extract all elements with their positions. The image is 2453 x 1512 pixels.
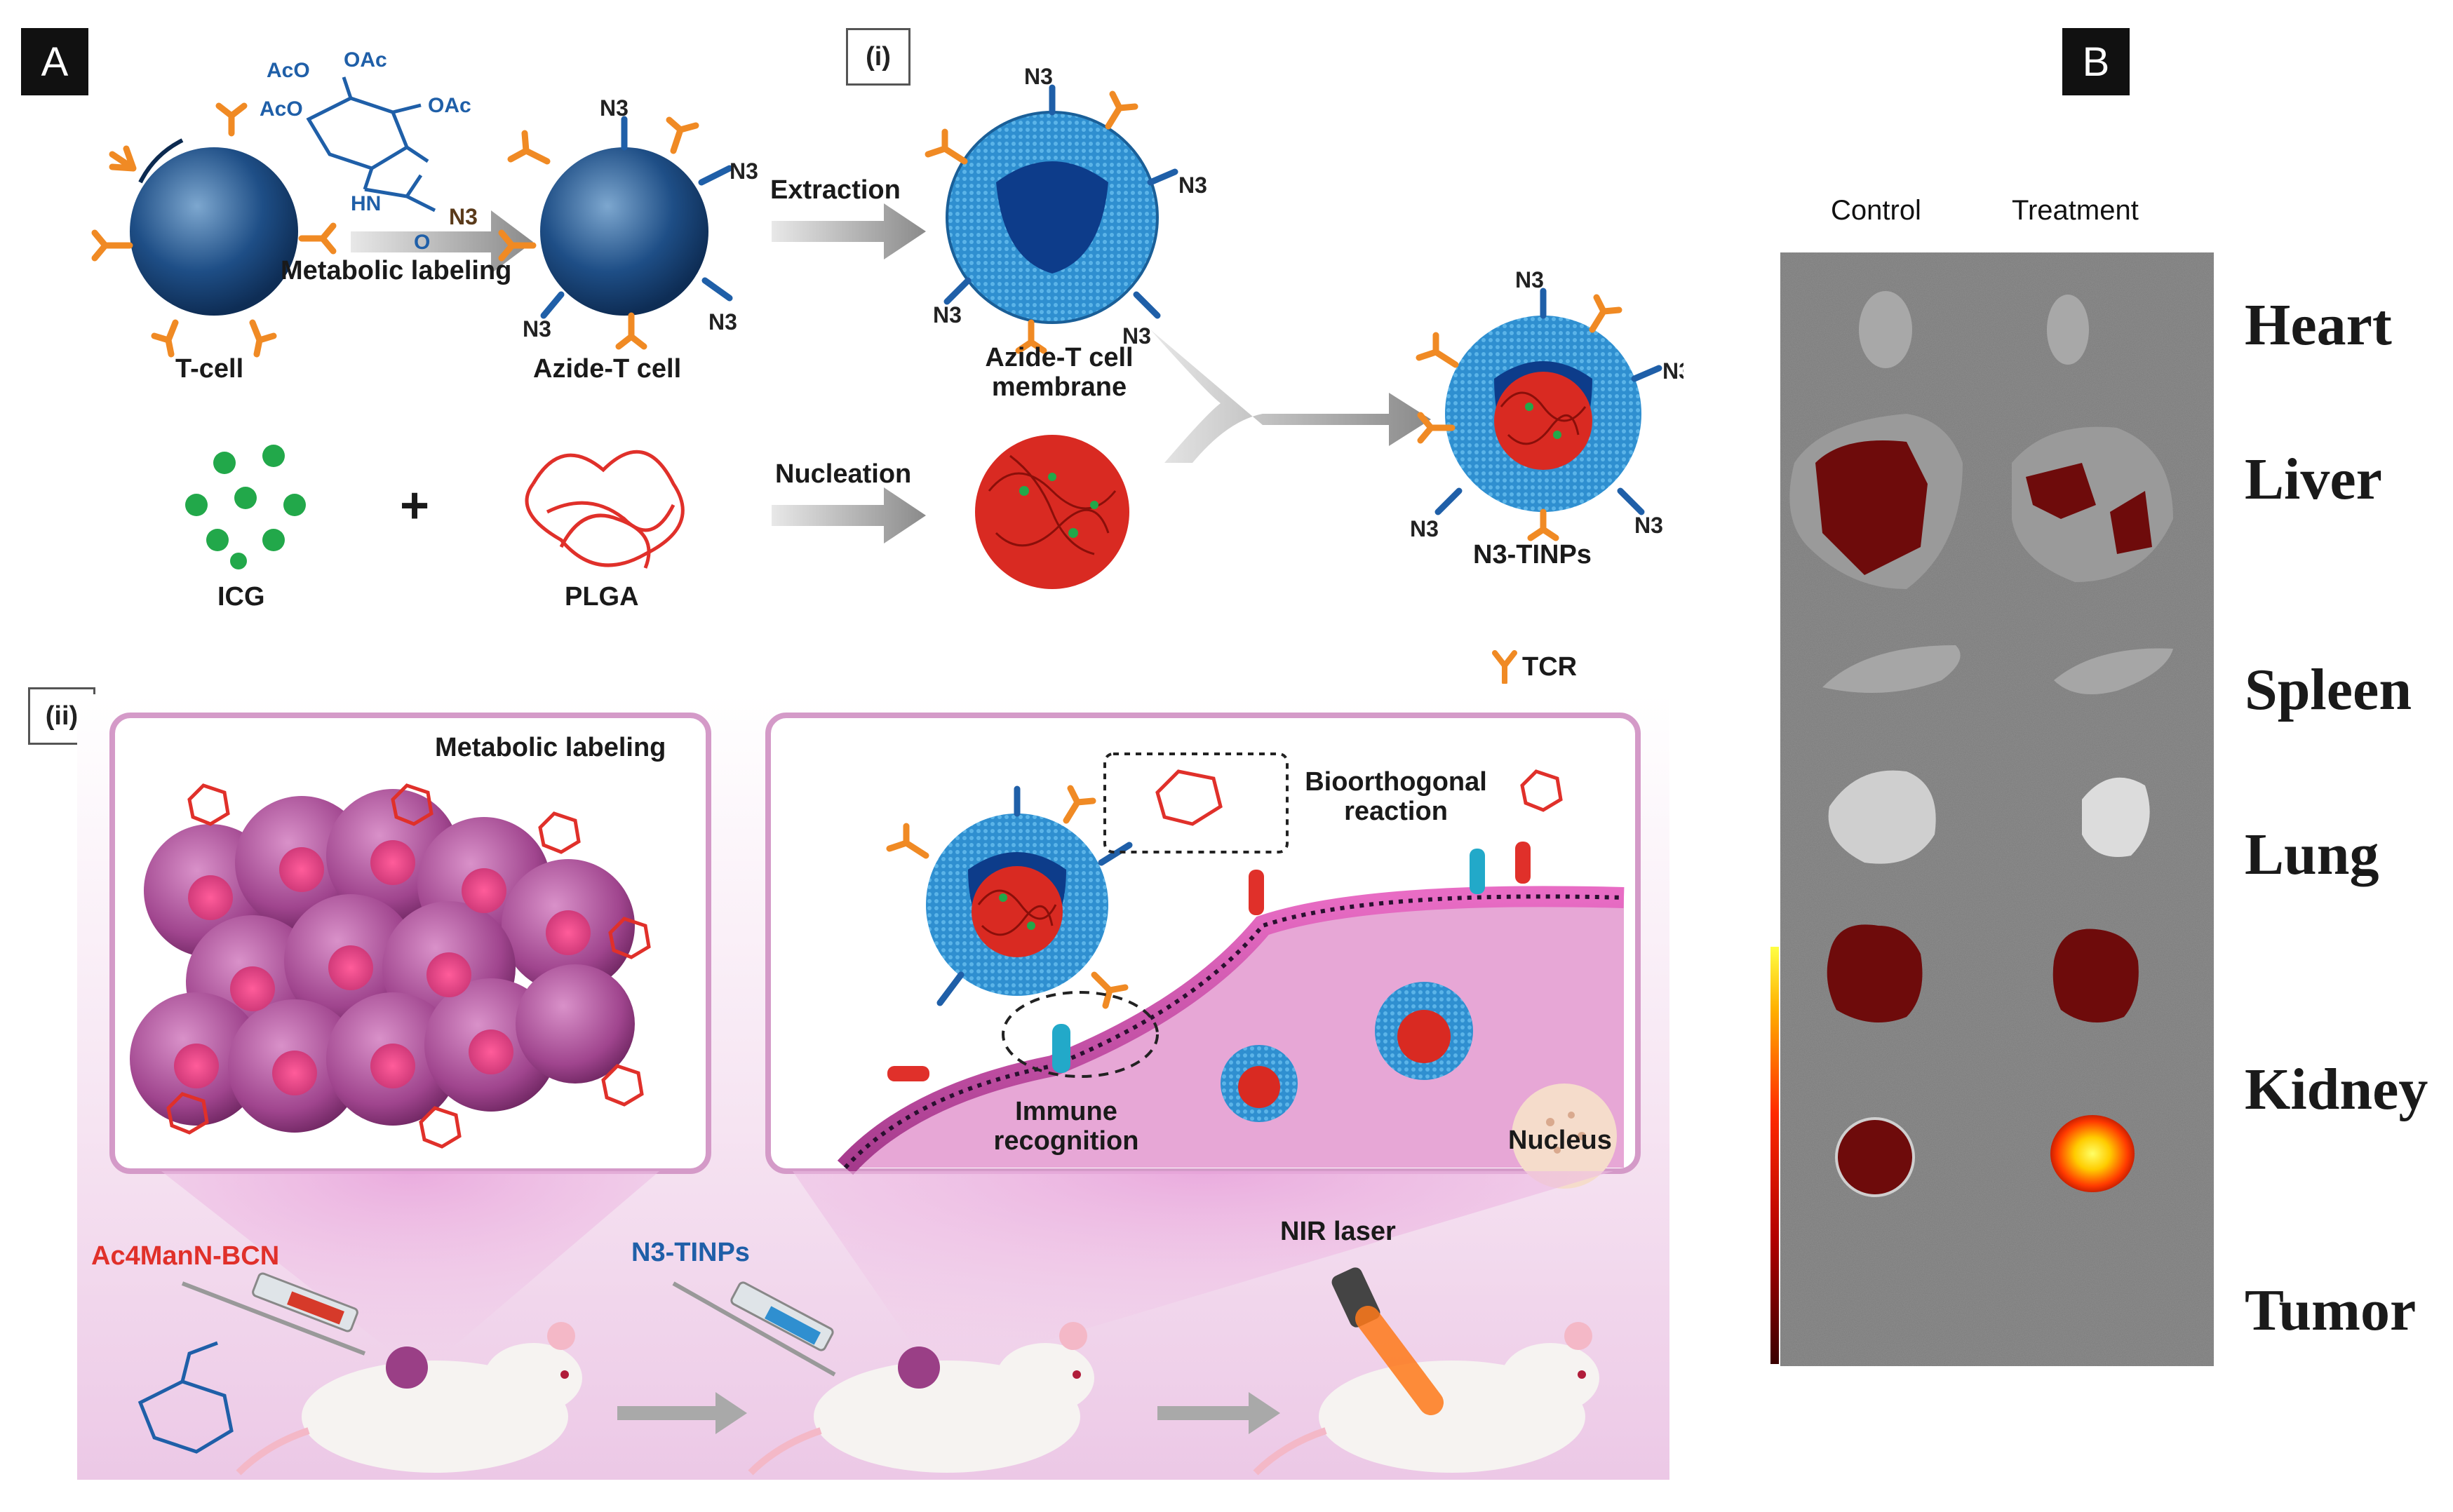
mouse-icon-3 (1253, 1322, 1599, 1476)
nucleation-label: Nucleation (775, 459, 912, 489)
organ-label-tumor: Tumor (2245, 1278, 2417, 1343)
spleen-control (1822, 645, 1961, 693)
n3-mem-2: N3 (1178, 173, 1207, 198)
nir-laser-icon (1331, 1267, 1444, 1415)
lung-control (1828, 770, 1936, 864)
azide-t-cell-receptors (498, 116, 733, 350)
t-cell-icon (130, 138, 298, 316)
n3-tinps-label: N3-TINPs (1473, 540, 1592, 569)
azide-t-cell-label: Azide-T cell (533, 354, 682, 384)
extraction-arrow (772, 203, 926, 259)
nucleation-arrow (772, 487, 926, 544)
small-tinp-icon-1 (1221, 1045, 1298, 1122)
nir-laser-label: NIR laser (1280, 1217, 1396, 1246)
tcr-label: TCR (1522, 652, 1578, 682)
n3-tinps-syringe-label: N3-TINPs (631, 1238, 750, 1267)
icg-dots-icon (185, 445, 306, 569)
n3-np-1: N3 (1515, 267, 1544, 292)
syringe-icon-1 (181, 1272, 366, 1356)
aco-text-1: AcO (267, 59, 310, 82)
organ-label-lung: Lung (2245, 822, 2379, 887)
metabolic-labeling-arrow (351, 210, 533, 274)
n3-text-sugar: N3 (449, 204, 478, 229)
n3-azide-4: N3 (523, 316, 551, 342)
n3-azide-1: N3 (600, 95, 629, 121)
nucleus-label: Nucleus (1508, 1126, 1612, 1155)
ac4mann-bcn-label: Ac4ManN-BCN (91, 1241, 280, 1271)
t-cell-label: T-cell (175, 354, 244, 384)
heart-control (1859, 291, 1912, 368)
merge-arrow (1150, 330, 1431, 463)
bioorthogonal-highlight-box (1103, 752, 1289, 853)
tumor-treatment (2050, 1115, 2135, 1192)
n3-np-3: N3 (1410, 516, 1439, 541)
n3-np-2: N3 (1662, 358, 1684, 384)
azide-t-cell-membrane-label: Azide-T cell membrane (985, 343, 1134, 402)
tumor-cell-cluster-icon (130, 789, 635, 1133)
extraction-label: Extraction (770, 175, 901, 205)
kidney-control (1827, 924, 1923, 1022)
membrane-vesicle-icon (946, 111, 1159, 324)
plga-polymer-icon (525, 450, 685, 569)
icg-label: ICG (217, 582, 265, 612)
tcr-legend-icon (1492, 650, 1517, 684)
n3-mem-3: N3 (933, 302, 962, 328)
metabolic-labeling-label: Metabolic labeling (281, 256, 512, 285)
column-treatment-label: Treatment (2012, 195, 2139, 226)
n3-azide-2: N3 (730, 158, 758, 184)
tcr-receptors-t-cell (91, 102, 337, 358)
organ-label-kidney: Kidney (2245, 1057, 2428, 1122)
organ-label-spleen: Spleen (2245, 657, 2412, 722)
intensity-colorbar (1770, 947, 1779, 1364)
n3-tinp-nanoparticle-icon (1445, 316, 1641, 512)
small-tinp-icon-2 (1375, 982, 1473, 1080)
azide-sugar-molecule (306, 76, 436, 212)
heart-treatment (2047, 295, 2089, 365)
tinp-binding-icon (926, 814, 1108, 996)
spleen-treatment (2054, 648, 2173, 694)
funnel-left (161, 1171, 659, 1375)
aco-text-2: AcO (260, 97, 303, 121)
tumor-control (1835, 1117, 1915, 1197)
o-text: O (414, 231, 430, 254)
hn-text: HN (351, 192, 381, 215)
funnel-right (793, 1171, 1613, 1375)
syringe-icon-2 (672, 1281, 836, 1377)
panel-a-bottom-illustration (109, 713, 1641, 1476)
ac4mann-bcn-molecule (137, 1341, 234, 1454)
plus-sign: + (400, 478, 430, 534)
lung-treatment (2082, 777, 2150, 857)
n3-mem-4: N3 (1122, 323, 1151, 349)
membrane-receptors-icon (887, 842, 1531, 1081)
mouse-icon-1 (236, 1322, 582, 1476)
immune-recognition-highlight (1002, 991, 1159, 1078)
organ-imaging-panel (1780, 252, 2214, 1366)
section-i-label: (i) (846, 28, 910, 86)
plga-icg-core-icon (975, 435, 1129, 589)
bioorthogonal-reaction-label: Bioorthogonal reaction (1305, 767, 1487, 826)
organ-label-liver: Liver (2245, 447, 2382, 512)
bcn-groups-icon (166, 783, 651, 1149)
tumor-cell-membrane-icon (837, 886, 1625, 1189)
step-arrow-2 (1157, 1392, 1280, 1434)
mouse-icon-2 (748, 1322, 1094, 1476)
panel-a-badge: A (21, 28, 88, 95)
metabolic-labeling-box-label: Metabolic labeling (435, 733, 666, 762)
plga-label: PLGA (565, 582, 639, 612)
immune-recognition-label: Immune recognition (993, 1097, 1139, 1156)
azide-t-cell-icon (540, 147, 708, 316)
oac-text-1: OAc (344, 48, 387, 72)
panel-b-badge: B (2062, 28, 2130, 95)
n3-np-4: N3 (1634, 513, 1663, 538)
n3-azide-3: N3 (708, 309, 737, 335)
panel-a-top-illustration: AcO OAc AcO OAc HN O N3 N3 N3 N3 N3 N3 N… (91, 48, 1684, 589)
kidney-treatment (2052, 929, 2139, 1022)
column-control-label: Control (1831, 195, 1921, 226)
n3-mem-1: N3 (1024, 64, 1053, 89)
organ-label-heart: Heart (2245, 292, 2392, 358)
step-arrow-1 (617, 1392, 747, 1434)
oac-text-2: OAc (428, 94, 471, 117)
